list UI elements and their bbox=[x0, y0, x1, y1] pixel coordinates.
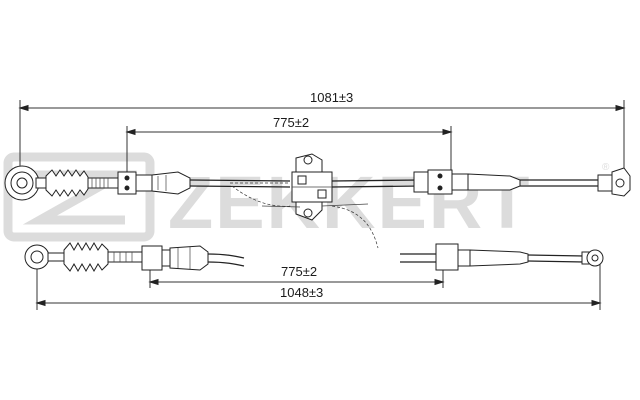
bottom-left-rod bbox=[107, 251, 143, 263]
dimension-top-inner: 775±2 bbox=[125, 115, 453, 176]
top-left-boot bbox=[45, 169, 89, 197]
top-left-rod bbox=[87, 177, 119, 189]
dimension-bottom-inner: 775±2 bbox=[148, 262, 445, 288]
top-sheath-upper bbox=[189, 179, 291, 182]
watermark-brand-text: ZEKKERT bbox=[168, 161, 531, 244]
bottom-cable bbox=[24, 241, 604, 273]
bottom-left-adjuster bbox=[141, 245, 209, 271]
bottom-right-adjuster bbox=[435, 243, 529, 271]
bottom-right-end-fitting bbox=[581, 249, 604, 267]
top-right-adjuster bbox=[413, 169, 521, 195]
top-right-end-fitting bbox=[597, 167, 631, 197]
bottom-left-boot bbox=[63, 241, 109, 273]
watermark-registered-mark: ® bbox=[602, 162, 610, 173]
top-sheath-lower bbox=[189, 185, 291, 188]
bottom-left-eye-end bbox=[24, 244, 65, 270]
leader-curve-right bbox=[331, 205, 379, 249]
dimension-label-bottom-inner: 775±2 bbox=[281, 264, 317, 279]
top-cable bbox=[4, 153, 631, 221]
dimension-label-bottom-overall: 1048±3 bbox=[280, 285, 323, 300]
top-left-eye-end bbox=[4, 165, 47, 201]
leader-curve-left bbox=[231, 185, 293, 207]
dimension-top-overall: 1081±3 bbox=[18, 90, 626, 168]
dimension-bottom-overall: 1048±3 bbox=[35, 262, 602, 310]
top-left-adjuster bbox=[117, 171, 191, 195]
top-center-bracket bbox=[291, 153, 333, 221]
dimension-label-top-inner: 775±2 bbox=[273, 115, 309, 130]
dimension-label-top-overall: 1081±3 bbox=[310, 90, 353, 105]
